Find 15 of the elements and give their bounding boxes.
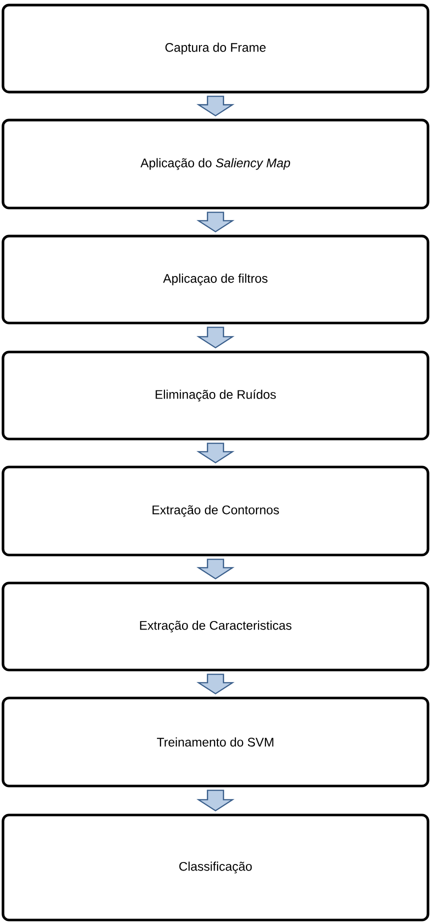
arrow bbox=[196, 212, 235, 232]
process-box: Treinamento do SVM bbox=[2, 696, 430, 788]
arrow bbox=[196, 674, 235, 694]
process-box: Classificação bbox=[2, 814, 430, 922]
arrow bbox=[196, 442, 235, 464]
arrow bbox=[196, 790, 235, 812]
process-box: Eliminação de Ruídos bbox=[2, 350, 430, 440]
process-box: Extração de Contornos bbox=[2, 466, 430, 556]
process-box: Extração de Caracteristicas bbox=[2, 582, 430, 672]
arrow bbox=[196, 96, 235, 116]
process-box: Aplicaçao de filtros bbox=[2, 234, 430, 324]
arrow bbox=[196, 326, 235, 348]
process-box: Captura do Frame bbox=[2, 4, 430, 94]
process-box: Aplicação do Saliency Map bbox=[2, 118, 430, 210]
arrow bbox=[196, 558, 235, 580]
